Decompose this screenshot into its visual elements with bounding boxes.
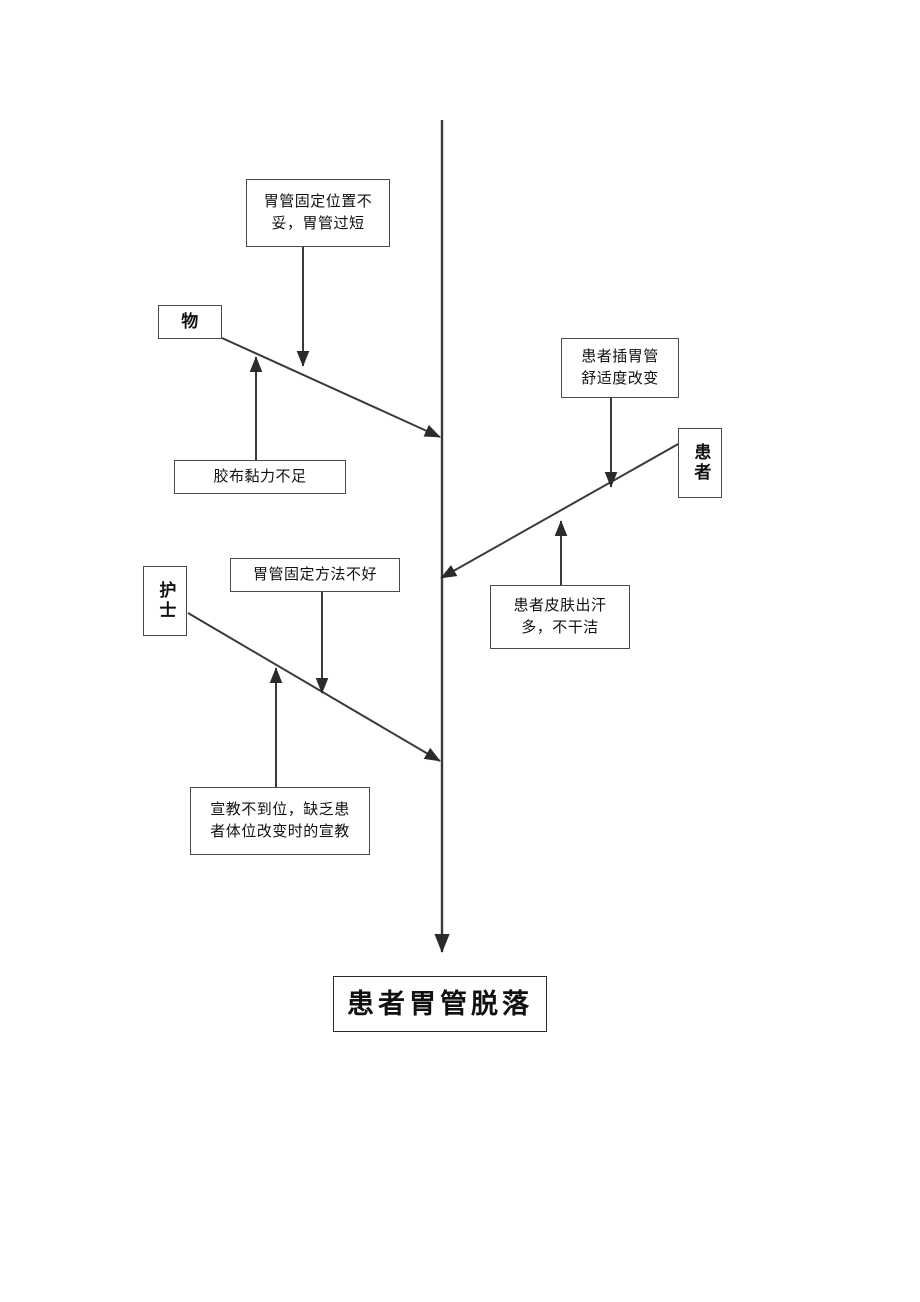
- category-box-material: 物: [158, 305, 222, 339]
- cause-box-patient-skin-sweat: 患者皮肤出汗 多，不干洁: [490, 585, 630, 649]
- cause-text-line: 妥，胃管过短: [271, 216, 365, 232]
- category-label: 护士: [156, 581, 176, 621]
- category-box-patient: 患者: [678, 428, 722, 498]
- cause-box-tape-adhesion: 胶布黏力不足: [174, 460, 346, 494]
- cause-text-line: 者体位改变时的宣教: [210, 824, 350, 840]
- cause-box-patient-comfort-change: 患者插胃管 舒适度改变: [561, 338, 679, 398]
- branch-line-nurse: [187, 612, 441, 762]
- branch-line-material: [221, 337, 441, 438]
- effect-label: 患者胃管脱落: [347, 988, 533, 1019]
- cause-text-line: 胶布黏力不足: [213, 468, 307, 485]
- category-label: 患者: [691, 443, 711, 483]
- cause-box-tube-fixation-position: 胃管固定位置不 妥，胃管过短: [246, 179, 390, 247]
- category-box-nurse: 护士: [143, 566, 187, 636]
- effect-box: 患者胃管脱落: [333, 976, 547, 1032]
- branch-line-patient: [440, 442, 681, 579]
- cause-text-line: 舒适度改变: [581, 371, 659, 387]
- cause-text-line: 患者插胃管: [581, 348, 659, 365]
- cause-text-line: 多，不干洁: [521, 620, 599, 636]
- cause-box-education-insufficient: 宣教不到位，缺乏患 者体位改变时的宣教: [190, 787, 370, 855]
- cause-text-line: 宣教不到位，缺乏患: [210, 801, 350, 818]
- cause-text-line: 胃管固定位置不: [263, 193, 373, 210]
- category-label: 物: [181, 312, 199, 332]
- cause-text-line: 胃管固定方法不好: [252, 566, 377, 583]
- cause-box-fixation-method: 胃管固定方法不好: [230, 558, 400, 592]
- cause-text-line: 患者皮肤出汗: [513, 597, 607, 614]
